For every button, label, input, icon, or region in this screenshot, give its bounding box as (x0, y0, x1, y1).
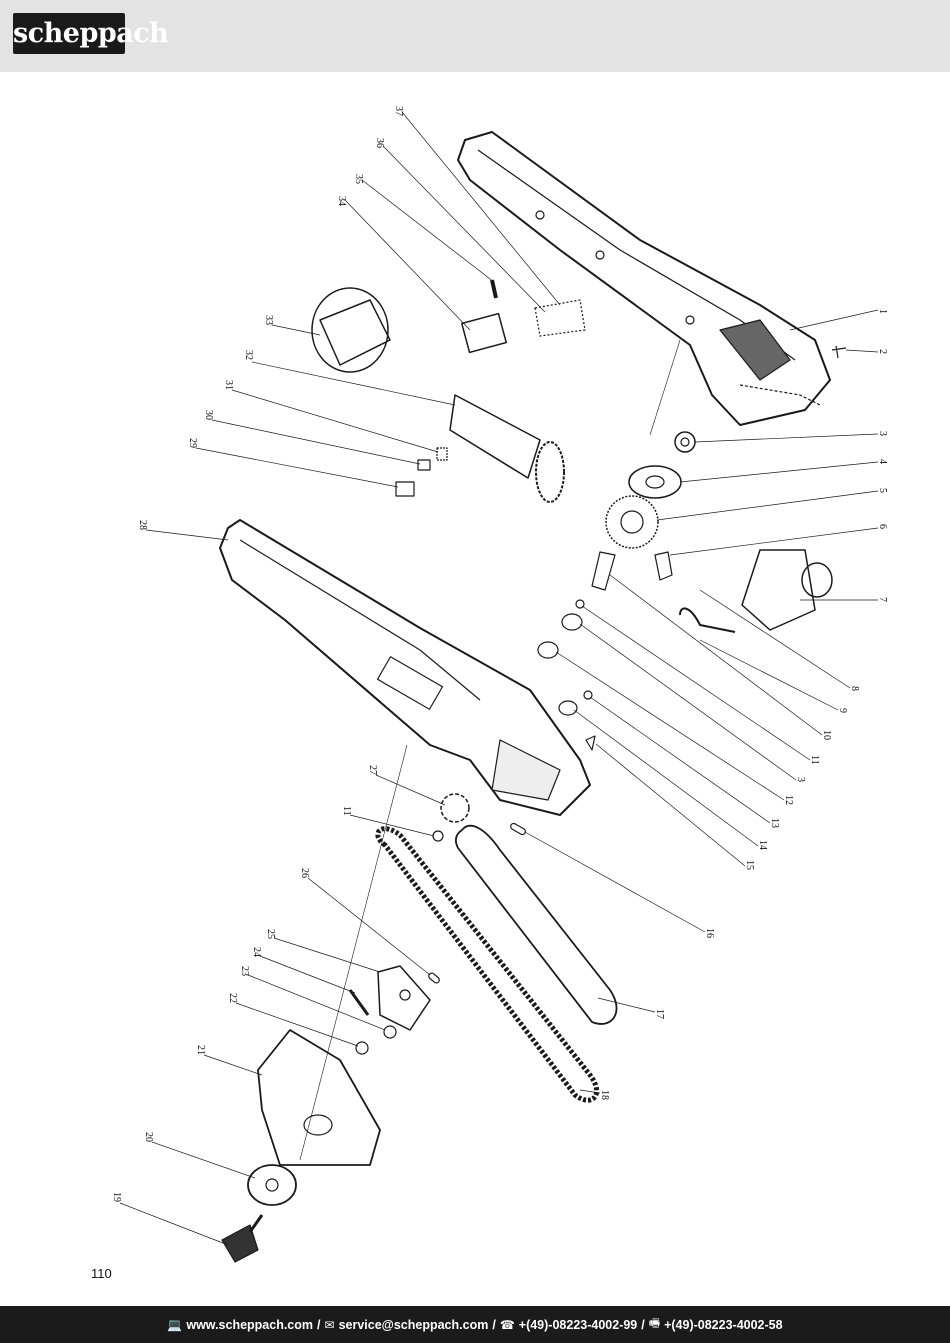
callout-32: 32 (243, 350, 254, 360)
callout-14: 14 (757, 840, 768, 850)
callout-16: 16 (704, 928, 715, 938)
callout-19: 19 (111, 1192, 122, 1202)
page-footer: 💻 www.scheppach.com / ✉ service@scheppac… (0, 1306, 950, 1343)
callout-9: 9 (837, 708, 848, 713)
footer-separator: / (492, 1317, 496, 1332)
part-brush-holder (395, 481, 415, 497)
part-wing-bolt (221, 1214, 264, 1263)
part-nut (583, 690, 593, 700)
footer-separator: / (317, 1317, 321, 1332)
callout-3b: 3 (795, 777, 806, 782)
part-washer-small (575, 599, 585, 609)
part-hose (679, 607, 736, 633)
telephone-icon: ☎ (499, 1317, 515, 1332)
callout-18: 18 (599, 1090, 610, 1100)
footer-fax: +(49)-08223-4002-58 (664, 1317, 783, 1332)
callout-21: 21 (195, 1045, 206, 1055)
part-clamp-knob (247, 1164, 297, 1206)
callout-31: 31 (223, 380, 234, 390)
part-spring (436, 447, 448, 461)
page-header: scheppach (0, 0, 950, 72)
part-pin (490, 279, 498, 299)
part-carbon-brush (417, 459, 431, 471)
part-clip (432, 830, 444, 842)
callout-7: 7 (877, 597, 888, 602)
callout-17: 17 (654, 1009, 665, 1019)
part-stator (311, 287, 391, 373)
part-switch-lock (534, 299, 586, 337)
callout-22: 22 (227, 993, 238, 1003)
part-tension-nut (383, 1025, 397, 1039)
part-housing-upper (457, 131, 831, 426)
callout-28: 28 (137, 520, 148, 530)
part-guide-bar (455, 824, 618, 1025)
exploded-parts-diagram: 1 2 3 4 5 6 7 8 9 10 11 3 12 13 14 15 16… (111, 106, 888, 1263)
part-washer-flat (537, 641, 559, 659)
part-bevel-gear (605, 495, 659, 549)
callout-34: 34 (336, 196, 347, 206)
callout-25: 25 (265, 929, 276, 939)
callout-10: 10 (821, 730, 832, 740)
part-circlip (355, 1041, 369, 1055)
brand-logo: scheppach (13, 13, 169, 54)
callout-33: 33 (263, 315, 274, 325)
callout-1: 1 (877, 309, 888, 314)
callout-24: 24 (251, 947, 262, 957)
callout-27: 27 (367, 765, 378, 775)
callout-20: 20 (143, 1132, 154, 1142)
part-housing-lower (219, 519, 591, 816)
part-switch (461, 312, 507, 354)
footer-phone: +(49)-08223-4002-99 (518, 1317, 638, 1332)
callout-12: 12 (783, 795, 794, 805)
part-washer (561, 613, 583, 631)
fax-icon: 🖷 (648, 1316, 661, 1330)
footer-website: www.scheppach.com (186, 1317, 314, 1332)
callout-26: 26 (299, 868, 310, 878)
callout-37: 37 (393, 106, 404, 116)
callout-2: 2 (877, 349, 888, 354)
callout-4: 4 (877, 459, 888, 464)
footer-separator: / (641, 1317, 645, 1332)
part-disc (628, 465, 682, 499)
footer-email: service@scheppach.com (338, 1317, 489, 1332)
part-bearing (674, 431, 696, 453)
callout-29: 29 (187, 438, 198, 448)
callout-8: 8 (849, 686, 860, 691)
envelope-icon: ✉ (324, 1317, 335, 1332)
part-screw (831, 345, 847, 359)
callout-13: 13 (769, 818, 780, 828)
part-rotor (449, 394, 565, 503)
part-slider (510, 822, 526, 836)
callout-11b: 11 (341, 806, 352, 816)
callout-3: 3 (877, 431, 888, 436)
callout-15: 15 (744, 860, 755, 870)
part-tensioner-plate (377, 965, 431, 1031)
part-shaft (591, 551, 616, 591)
part-bolt (585, 735, 596, 751)
page-number: 110 (91, 1266, 112, 1281)
part-link (428, 972, 440, 984)
part-tension-screw (348, 989, 370, 1016)
callout-36: 36 (374, 138, 385, 148)
part-chain-cover (257, 1029, 381, 1166)
callout-5: 5 (877, 488, 888, 493)
part-saw-chain (375, 826, 600, 1103)
callout-6: 6 (877, 524, 888, 529)
part-oil-pump (654, 551, 673, 581)
part-oil-tank (741, 549, 833, 631)
callout-11: 11 (809, 755, 820, 765)
part-washer-lock (558, 700, 578, 716)
laptop-icon: 💻 (167, 1317, 183, 1332)
callout-23: 23 (239, 966, 250, 976)
callout-30: 30 (203, 410, 214, 420)
part-sprocket (440, 793, 470, 823)
callout-35: 35 (353, 174, 364, 184)
